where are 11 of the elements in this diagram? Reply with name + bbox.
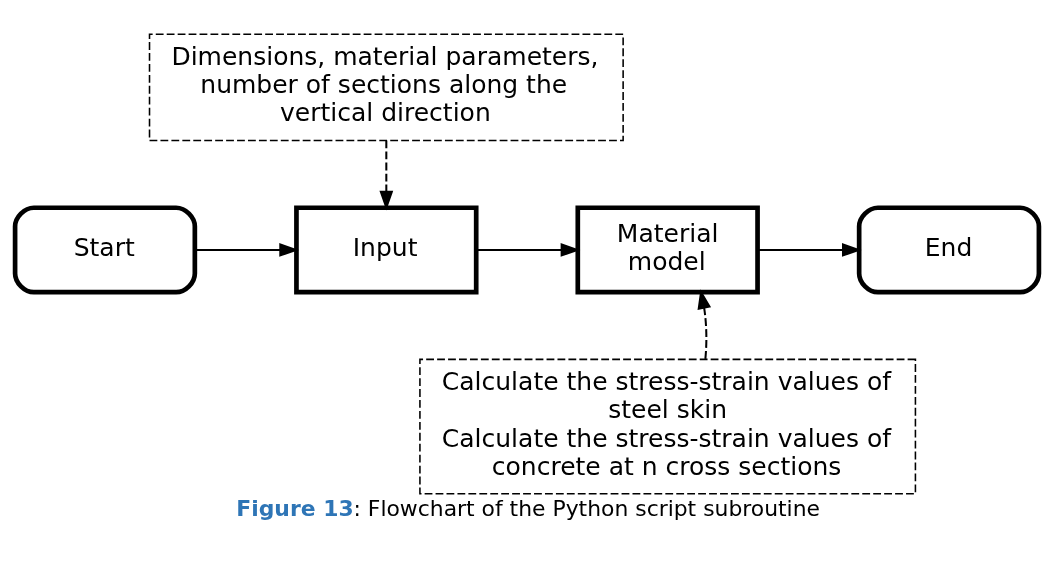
node-box: End [856, 204, 1042, 294]
node-box: Calculate the stress-strain values of steel skin Calculate the stress-strain values of concrete at n cross sections [419, 358, 917, 495]
node-box: Input [294, 204, 479, 294]
arrow [757, 242, 862, 257]
node-box: Start [12, 204, 198, 294]
node-box: Material model [575, 204, 760, 294]
caption: Figure 13: Flowchart of the Python script subroutine [236, 495, 821, 521]
arrow [195, 242, 299, 257]
arrow [697, 288, 712, 359]
node-box: Dimensions, material parameters, number of sections along the vertical direction [148, 32, 624, 141]
arrow [379, 140, 394, 211]
